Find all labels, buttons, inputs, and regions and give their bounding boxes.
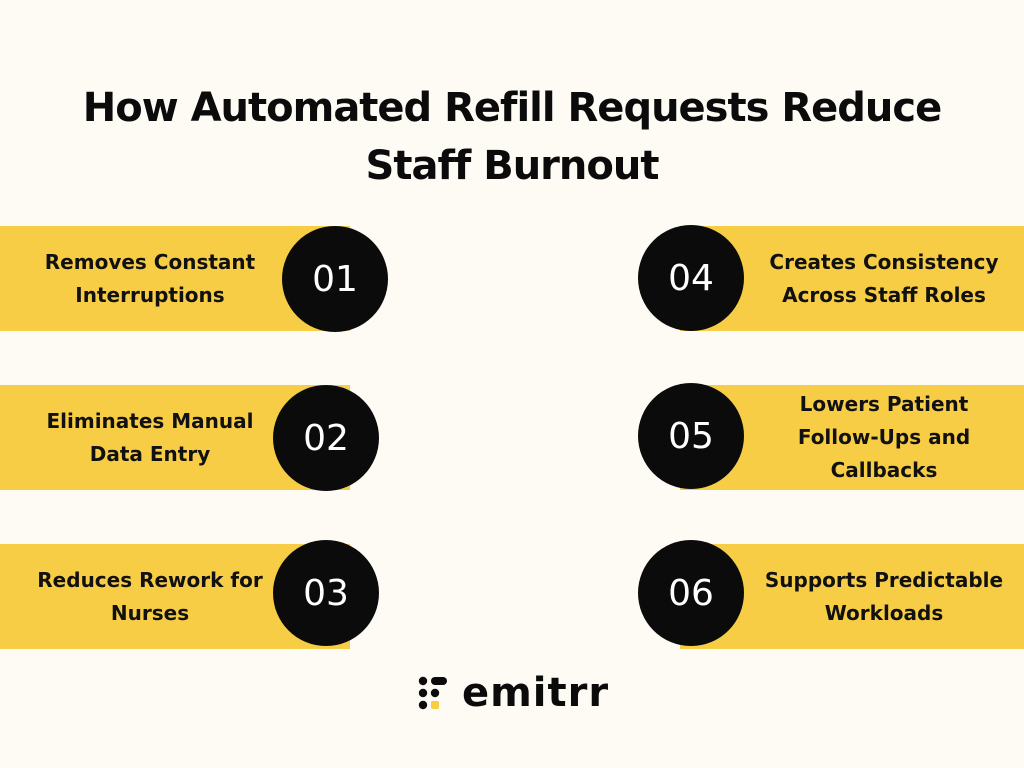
step-number-3: 03 [273, 540, 379, 646]
brand-logo: emitrr [418, 668, 609, 718]
title-line-2: Staff Burnout [365, 142, 660, 189]
step-label-4: Creates Consistency Across Staff Roles [769, 249, 999, 307]
step-number-6: 06 [638, 540, 744, 646]
step-label-1: Removes Constant Interruptions [44, 249, 256, 307]
brand-name: emitrr [462, 670, 610, 716]
page-title: How Automated Refill Requests Reduce Sta… [0, 79, 1024, 195]
step-label-2: Eliminates Manual Data Entry [46, 408, 254, 466]
emitrr-dots-icon [418, 676, 447, 710]
step-number-2: 02 [273, 385, 379, 491]
step-number-1: 01 [282, 226, 388, 332]
step-label-5: Lowers Patient Follow-Ups and Callbacks [797, 392, 971, 482]
step-number-4: 04 [638, 225, 744, 331]
step-number-5: 05 [638, 383, 744, 489]
step-label-6: Supports Predictable Workloads [764, 567, 1004, 625]
step-label-3: Reduces Rework for Nurses [37, 567, 263, 625]
title-line-1: How Automated Refill Requests Reduce [82, 84, 942, 131]
